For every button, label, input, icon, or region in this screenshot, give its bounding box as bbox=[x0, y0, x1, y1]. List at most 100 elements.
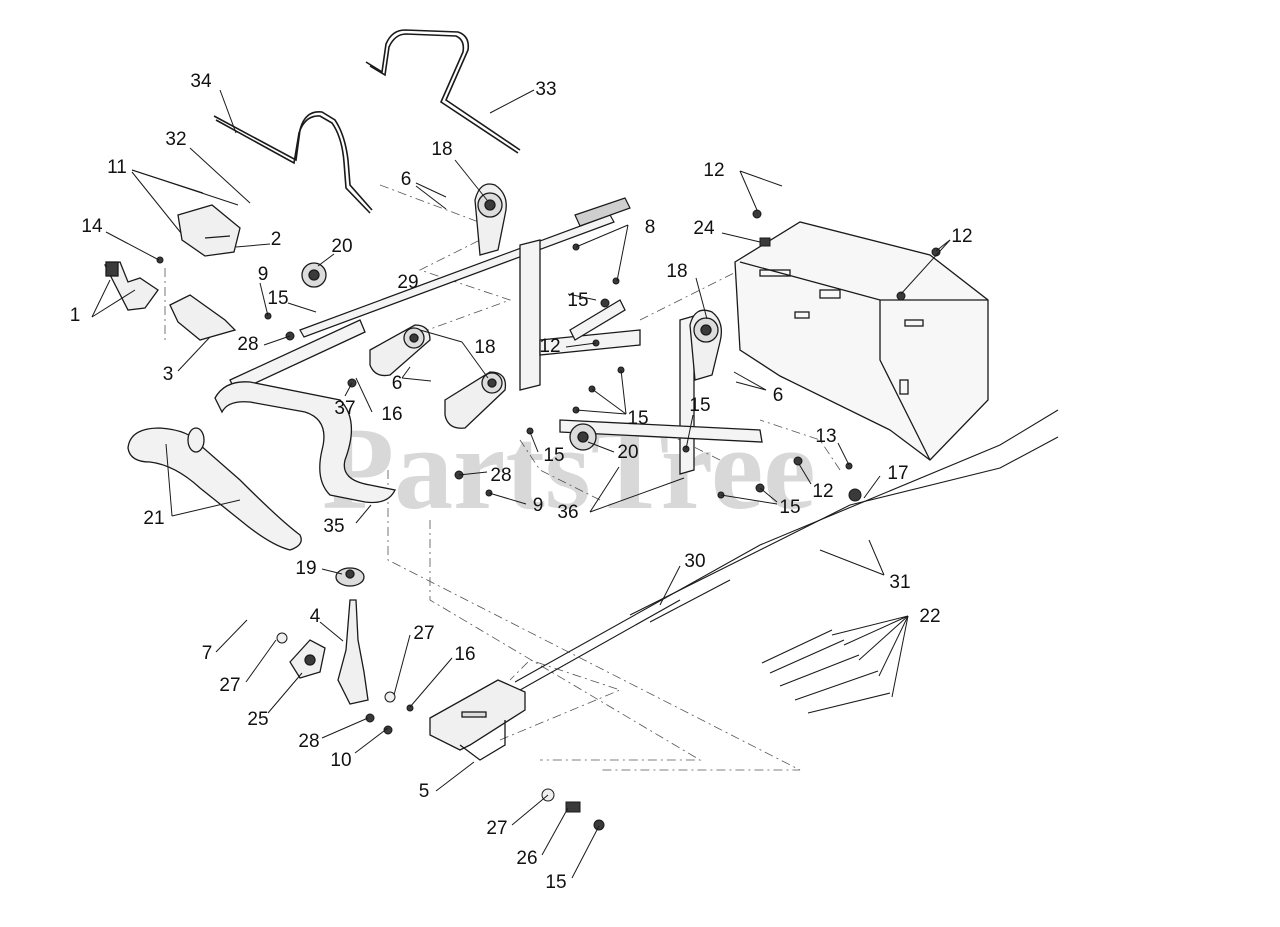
leader-line bbox=[189, 147, 251, 204]
callout-label: 5 bbox=[419, 781, 430, 802]
callout-label: 33 bbox=[535, 79, 556, 100]
leader-line bbox=[721, 232, 761, 243]
cables-30-31 bbox=[514, 409, 1059, 691]
leader-line bbox=[355, 504, 372, 524]
callout-label: 12 bbox=[703, 160, 724, 181]
leader-line bbox=[863, 475, 881, 499]
leader-line bbox=[529, 431, 539, 453]
leader-line bbox=[659, 565, 681, 606]
callout-15: 15 bbox=[529, 431, 565, 466]
pulley-bracket-18-right bbox=[689, 309, 723, 381]
pulley-20-top bbox=[301, 262, 327, 288]
leader-line bbox=[837, 442, 850, 466]
leader-line bbox=[575, 224, 629, 248]
callout-22: 22 bbox=[831, 606, 941, 698]
callout-16: 16 bbox=[355, 377, 403, 425]
leader-line bbox=[831, 615, 909, 636]
leader-line bbox=[401, 377, 432, 382]
callout-31: 31 bbox=[819, 539, 911, 593]
leader-line bbox=[409, 657, 453, 708]
handle-rod-34 bbox=[213, 111, 373, 214]
callout-28: 28 bbox=[298, 717, 369, 752]
handle-rod-33 bbox=[365, 29, 521, 154]
leader-line bbox=[720, 494, 778, 505]
leader-line bbox=[287, 302, 317, 313]
leader-line bbox=[858, 615, 909, 661]
callout-27: 27 bbox=[486, 794, 549, 839]
callout-21: 21 bbox=[143, 443, 241, 529]
leader-line bbox=[571, 825, 600, 879]
callout-label: 9 bbox=[258, 264, 269, 285]
callout-label: 28 bbox=[490, 465, 511, 486]
leader-line bbox=[891, 615, 909, 698]
leader-line bbox=[245, 639, 277, 683]
leader-line bbox=[235, 243, 271, 248]
leader-line bbox=[935, 239, 951, 252]
callout-label: 15 bbox=[567, 290, 588, 311]
callout-9: 9 bbox=[258, 264, 269, 317]
leader-line bbox=[131, 171, 182, 234]
callout-label: 2 bbox=[271, 229, 282, 250]
leader-line bbox=[567, 293, 597, 301]
callout-15: 15 bbox=[575, 369, 649, 429]
leader-line bbox=[798, 463, 812, 485]
rear-housing bbox=[734, 221, 989, 461]
callout-label: 27 bbox=[413, 623, 434, 644]
callout-14: 14 bbox=[81, 216, 160, 261]
callout-label: 4 bbox=[310, 606, 321, 627]
bracket-25 bbox=[289, 639, 326, 679]
leader-line bbox=[355, 377, 373, 413]
callout-9: 9 bbox=[488, 492, 543, 516]
pulley-20-mid bbox=[569, 423, 597, 451]
callout-17: 17 bbox=[863, 463, 909, 499]
leader-line bbox=[321, 568, 343, 575]
callout-18: 18 bbox=[666, 261, 708, 320]
leader-line bbox=[685, 414, 694, 450]
callout-label: 24 bbox=[693, 218, 715, 239]
callout-label: 15 bbox=[689, 395, 710, 416]
leader-line bbox=[458, 471, 488, 476]
callout-6: 6 bbox=[401, 169, 447, 210]
callout-label: 16 bbox=[381, 404, 402, 425]
callout-label: 12 bbox=[539, 336, 560, 357]
callout-15: 15 bbox=[545, 825, 600, 893]
cross-bar-29 bbox=[299, 197, 631, 338]
leader-line bbox=[401, 366, 411, 379]
callout-16: 16 bbox=[409, 644, 476, 708]
callout-15: 15 bbox=[720, 487, 801, 518]
leader-line bbox=[843, 615, 909, 646]
leader-line bbox=[739, 170, 783, 187]
leader-line bbox=[321, 717, 369, 739]
leader-line bbox=[344, 382, 353, 397]
handle-bracket-1 bbox=[104, 261, 159, 311]
callout-label: 29 bbox=[397, 272, 418, 293]
callout-5: 5 bbox=[419, 761, 475, 802]
leader-line bbox=[695, 277, 708, 320]
callout-6: 6 bbox=[392, 366, 432, 394]
leader-line bbox=[435, 761, 475, 792]
callout-20: 20 bbox=[587, 441, 639, 463]
callout-label: 22 bbox=[919, 606, 940, 627]
leader-line bbox=[620, 369, 627, 415]
leader-line bbox=[489, 89, 535, 114]
callout-18: 18 bbox=[431, 139, 488, 201]
callout-12: 12 bbox=[703, 160, 783, 211]
callout-label: 6 bbox=[773, 385, 784, 406]
callout-label: 6 bbox=[401, 169, 412, 190]
callout-label: 19 bbox=[295, 558, 316, 579]
leader-line bbox=[415, 182, 447, 198]
leader-line bbox=[91, 279, 111, 318]
leader-line bbox=[267, 672, 303, 714]
callout-12: 12 bbox=[798, 463, 834, 502]
callout-35: 35 bbox=[323, 504, 372, 537]
callout-label: 17 bbox=[887, 463, 908, 484]
callout-26: 26 bbox=[516, 807, 569, 869]
callout-label: 12 bbox=[951, 226, 972, 247]
leader-line bbox=[454, 159, 488, 201]
leader-line bbox=[319, 621, 344, 642]
callout-36: 36 bbox=[557, 466, 685, 523]
callout-label: 7 bbox=[202, 643, 213, 664]
callout-label: 36 bbox=[557, 502, 578, 523]
callout-18: 18 bbox=[419, 329, 496, 379]
